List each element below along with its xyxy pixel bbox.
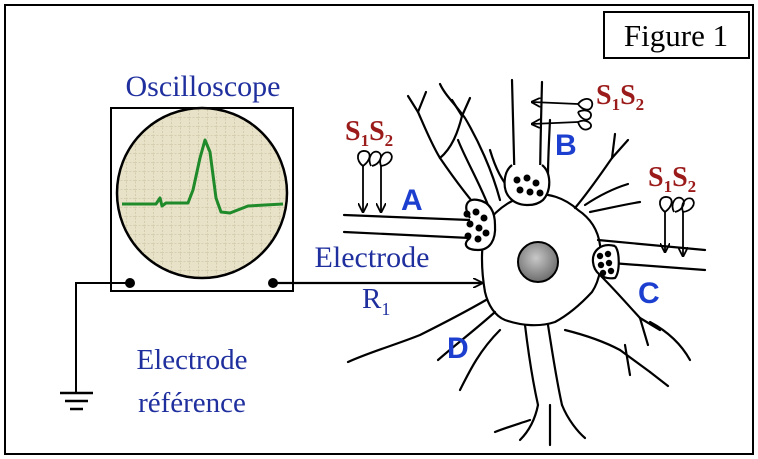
stimulus-electrodes-A bbox=[357, 150, 393, 212]
synapse-label-D: D bbox=[447, 332, 469, 365]
synapse-terminal-B bbox=[503, 164, 551, 207]
stimulus-label-A: S1S2 bbox=[345, 116, 393, 150]
synapse-terminal-C bbox=[591, 244, 620, 280]
stimulus-electrodes-C bbox=[659, 196, 695, 256]
stimulus-label-B: S1S2 bbox=[596, 80, 644, 114]
neuron bbox=[342, 78, 707, 447]
stimulus-electrodes-B bbox=[532, 99, 594, 131]
screen-grid bbox=[118, 109, 286, 277]
synapse-label-A: A bbox=[401, 184, 423, 217]
stimulus-label-C: S1S2 bbox=[648, 162, 696, 196]
reference-electrode-wire bbox=[60, 282, 130, 411]
action-potential-trace bbox=[122, 138, 284, 215]
nucleus bbox=[517, 241, 559, 283]
oscilloscope bbox=[110, 106, 294, 292]
oscilloscope-label: Oscilloscope bbox=[126, 70, 281, 103]
synapse-label-B: B bbox=[555, 129, 577, 162]
figure-label-box: Figure 1 bbox=[603, 11, 750, 59]
figure-border bbox=[4, 4, 754, 455]
reference-electrode-label: Electrode bbox=[136, 344, 247, 376]
synapse-terminal-A bbox=[463, 198, 497, 252]
electrode-r1-label: R1 bbox=[362, 283, 390, 319]
synapse-label-C: C bbox=[638, 277, 660, 310]
figure-label: Figure 1 bbox=[624, 18, 728, 53]
recording-electrode-label: Electrode bbox=[315, 241, 430, 274]
reference-electrode-label-2: référence bbox=[138, 387, 246, 419]
